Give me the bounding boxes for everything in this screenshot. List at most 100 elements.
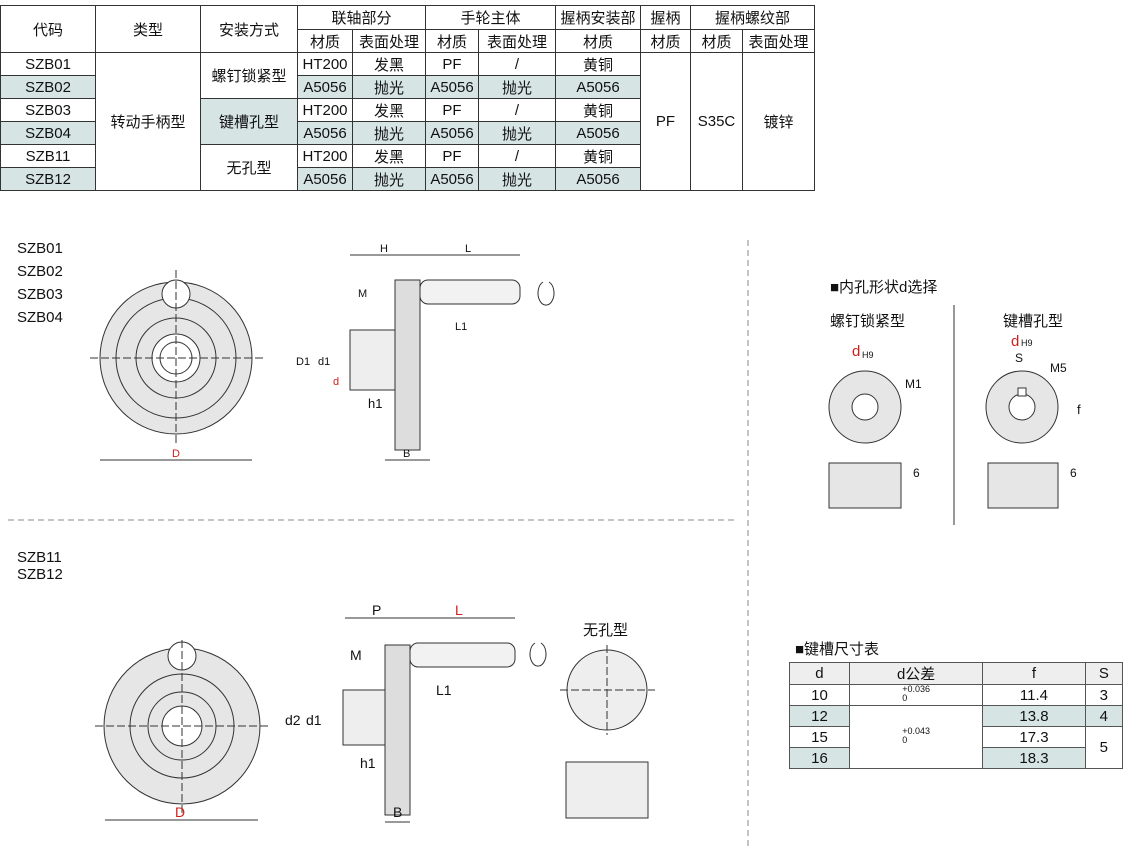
tol-upper: +0.043 <box>902 726 930 736</box>
dim-D: D <box>172 448 180 460</box>
cell-code: SZB04 <box>0 121 96 145</box>
th-material: 材质 <box>297 29 353 53</box>
keyway-hole-view <box>985 370 1059 509</box>
cell-d: 15 <box>789 726 850 748</box>
th-material: 材质 <box>555 29 641 53</box>
dim-D1: D1 <box>296 356 310 368</box>
cell-code: SZB12 <box>0 167 96 191</box>
cell-f: 18.3 <box>982 747 1086 769</box>
cell-d: 12 <box>789 705 850 727</box>
th-surface: 表面处理 <box>352 29 426 53</box>
cell-coupling-surface: 发黑 <box>352 52 426 76</box>
dim-f: f <box>1077 402 1081 417</box>
dim-d: d <box>1011 333 1019 350</box>
cell-d: 16 <box>789 747 850 769</box>
cell-S: 3 <box>1084 684 1124 706</box>
side-view-1 <box>349 254 555 461</box>
cell-d: 10 <box>789 684 850 706</box>
cell-coupling-material: HT200 <box>297 98 353 122</box>
model-label: SZB04 <box>17 309 63 326</box>
cell-wheel-surface: 抛光 <box>478 75 556 99</box>
cell-grip-mount-material: 黄铜 <box>555 98 641 122</box>
cell-wheel-material: PF <box>425 144 479 168</box>
dim-d: d <box>852 343 860 360</box>
th-coupling: 联轴部分 <box>297 5 426 30</box>
th-S: S <box>1084 662 1124 685</box>
dim-M5: M5 <box>1050 361 1067 375</box>
cell-coupling-surface: 抛光 <box>352 121 426 145</box>
dim-M: M <box>358 288 367 300</box>
dim-H9: H9 <box>862 350 874 360</box>
cell-f: 13.8 <box>982 705 1086 727</box>
th-material: 材质 <box>640 29 691 53</box>
cell-coupling-material: HT200 <box>297 52 353 76</box>
cell-code: SZB11 <box>0 144 96 168</box>
dim-H9: H9 <box>1021 338 1033 348</box>
tol-lower: 0 <box>902 735 908 745</box>
cell-type: 转动手柄型 <box>95 52 201 191</box>
th-code: 代码 <box>0 5 96 53</box>
model-label: SZB03 <box>17 286 63 303</box>
hole-select-title: ■内孔形状d选择 <box>830 279 937 296</box>
dim-L: L <box>465 243 471 255</box>
cell-coupling-surface: 发黑 <box>352 144 426 168</box>
screw-type-label: 螺钉锁紧型 <box>830 313 905 330</box>
side-view-2 <box>342 617 547 823</box>
tol-upper: +0.036 <box>902 684 930 694</box>
front-view-1 <box>90 270 265 461</box>
dim-L: L <box>455 602 463 618</box>
th-material: 材质 <box>690 29 743 53</box>
drawing2-models: SZB11 SZB12 <box>17 549 63 583</box>
tol-lower: 0 <box>902 693 908 703</box>
cell-coupling-surface: 抛光 <box>352 167 426 191</box>
keyway-type-label: 键槽孔型 <box>1003 313 1063 330</box>
cell-grip-mount-material: A5056 <box>555 75 641 99</box>
cell-S: 5 <box>1084 726 1124 769</box>
dim-d1: d1 <box>306 712 322 728</box>
no-hole-label: 无孔型 <box>583 622 628 639</box>
cell-thread-surface: 镀锌 <box>742 52 815 191</box>
dim-P: P <box>372 602 381 618</box>
cell-grip-mount-material: A5056 <box>555 121 641 145</box>
dim-M1: M1 <box>905 377 922 391</box>
cell-wheel-material: A5056 <box>425 121 479 145</box>
keyway-table-title: ■键槽尺寸表 <box>795 641 880 658</box>
dim-d: d <box>333 376 339 388</box>
cell-S: 4 <box>1084 705 1124 727</box>
cell-f: 17.3 <box>982 726 1086 748</box>
cell-wheel-material: A5056 <box>425 75 479 99</box>
dim-6: 6 <box>1070 466 1077 480</box>
dim-L1: L1 <box>436 682 452 698</box>
no-hole-view <box>560 645 655 819</box>
model-label: SZB11 <box>17 549 62 566</box>
dim-S: S <box>1015 351 1023 365</box>
cell-coupling-material: HT200 <box>297 144 353 168</box>
cell-grip-mount-material: A5056 <box>555 167 641 191</box>
cell-mount: 键槽孔型 <box>200 98 298 145</box>
dim-B: B <box>403 448 410 460</box>
th-f: f <box>982 662 1086 685</box>
th-surface: 表面处理 <box>742 29 815 53</box>
model-label: SZB02 <box>17 263 63 280</box>
cell-code: SZB03 <box>0 98 96 122</box>
front-view-2 <box>95 640 270 821</box>
drawing1-models: SZB01 SZB02 SZB03 SZB04 <box>17 237 63 329</box>
th-grip: 握柄 <box>640 5 691 30</box>
dim-d2: d2 <box>285 712 301 728</box>
th-type: 类型 <box>95 5 201 53</box>
dim-h1: h1 <box>368 396 382 411</box>
th-d-tol: d公差 <box>848 662 984 685</box>
dim-L1: L1 <box>455 321 467 333</box>
dim-h1: h1 <box>360 755 376 771</box>
dim-M: M <box>350 647 362 663</box>
cell-thread-material: S35C <box>690 52 743 191</box>
cell-wheel-material: A5056 <box>425 167 479 191</box>
model-label: SZB12 <box>17 566 63 583</box>
th-grip-thread: 握柄螺纹部 <box>690 5 815 30</box>
cell-grip-mount-material: 黄铜 <box>555 52 641 76</box>
cell-wheel-surface: 抛光 <box>478 121 556 145</box>
